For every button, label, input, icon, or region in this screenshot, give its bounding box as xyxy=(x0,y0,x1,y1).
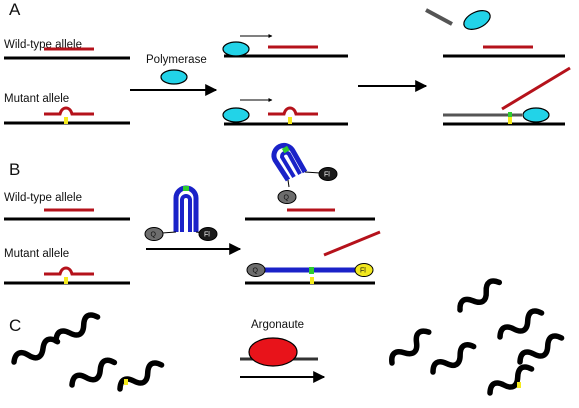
panel-b-stage2-wild-type: Q Fl xyxy=(245,142,375,221)
quencher-label: Q xyxy=(284,195,290,202)
polymerase-icon xyxy=(222,107,250,123)
panel-a-stage3-mutant xyxy=(443,66,571,126)
panel-c: C Argonaute xyxy=(9,278,565,399)
dna-fragment xyxy=(430,341,477,377)
fluorophore-on-icon xyxy=(354,263,374,277)
dna-fragment xyxy=(517,333,565,367)
fluorophore-off-icon xyxy=(198,227,218,241)
quencher-label: Q xyxy=(253,268,259,275)
mutant-marker xyxy=(124,379,128,385)
panel-b-mutant-allele xyxy=(4,266,130,285)
fluorophore-label: Fl xyxy=(204,232,210,239)
quencher-icon xyxy=(246,263,266,277)
mismatch-marker xyxy=(288,117,292,124)
argonaute-icon xyxy=(248,337,298,367)
panel-a-polymerase-label: Polymerase xyxy=(146,54,207,66)
polymerase-icon xyxy=(222,41,250,57)
dna-fragment xyxy=(497,308,545,342)
panel-b-wild-type-label: Wild-type allele xyxy=(4,192,82,204)
panel-a-wild-type-allele xyxy=(4,47,130,60)
dna-fragment xyxy=(117,360,165,394)
panel-a-stage2-wild-type xyxy=(222,34,348,58)
output-dna-population xyxy=(388,278,564,399)
dna-fragment xyxy=(11,336,60,367)
quencher-icon xyxy=(144,227,164,241)
panel-b: B Wild-type allele Mutant allele Q Fl xyxy=(4,142,381,285)
quencher-icon xyxy=(277,190,297,204)
polymerase-icon xyxy=(522,107,550,123)
panel-a-label: A xyxy=(9,0,21,19)
panel-a-stage2-mutant xyxy=(222,98,348,126)
panel-a: A Wild-type allele Mutant allele Polymer… xyxy=(4,0,571,126)
panel-a-mutant-allele xyxy=(4,106,130,125)
mismatch-marker xyxy=(508,117,512,124)
dna-fragment xyxy=(487,364,535,398)
polymerase-icon xyxy=(160,69,188,85)
panel-b-label: B xyxy=(9,160,20,179)
polymerase-icon xyxy=(463,10,491,30)
panel-c-label: C xyxy=(9,316,21,335)
fluorophore-off-icon xyxy=(318,167,338,181)
mismatch-marker xyxy=(310,277,314,284)
fluorophore-label: Fl xyxy=(360,268,366,275)
panel-a-stage3-wild-type xyxy=(425,8,565,58)
dna-fragment xyxy=(388,328,432,368)
panel-a-mutant-label: Mutant allele xyxy=(4,93,69,105)
panel-b-stage2-mutant: Q Fl xyxy=(245,230,381,285)
panel-b-wild-type-allele xyxy=(4,208,130,221)
panel-b-mutant-label: Mutant allele xyxy=(4,248,69,260)
panel-c-argonaute-label: Argonaute xyxy=(251,319,304,331)
molecular-beacon-closed: Q Fl xyxy=(144,185,218,241)
dna-fragment xyxy=(69,357,117,390)
mutant-marker xyxy=(517,382,521,388)
quencher-label: Q xyxy=(151,232,157,239)
fluorophore-label: Fl xyxy=(324,172,330,179)
mismatch-marker xyxy=(64,277,68,284)
dna-fragment xyxy=(457,278,503,315)
mismatch-marker xyxy=(64,117,68,124)
input-dna-population xyxy=(11,312,164,394)
